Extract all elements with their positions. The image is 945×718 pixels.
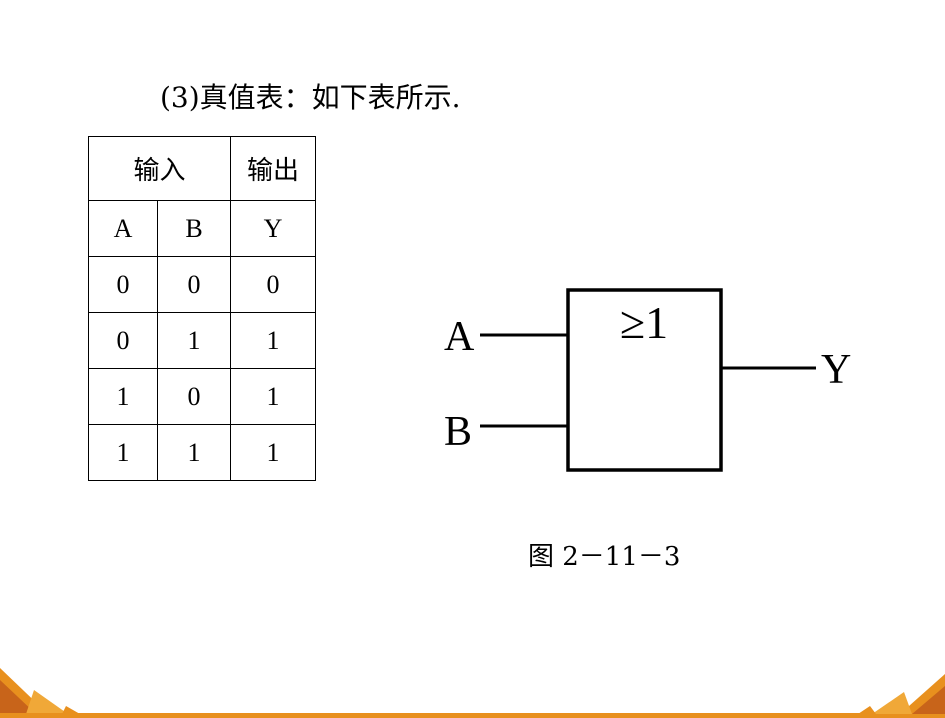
table-row: 1 0 1 — [88, 368, 316, 425]
right-triangle-shade — [912, 686, 945, 714]
footer-bar — [0, 713, 945, 718]
table-cell: 0 — [230, 256, 316, 313]
table-group-header-row: 输入 输出 — [88, 136, 316, 201]
footer-decoration — [0, 668, 945, 718]
figure-caption: 图 2－11－3 — [528, 542, 681, 572]
table-cell: 1 — [157, 312, 231, 369]
table-cell: 1 — [88, 424, 158, 481]
left-triangle-tiny — [62, 706, 80, 714]
truth-table: 输入 输出 A B Y 0 0 0 0 1 1 1 0 1 1 1 1 — [88, 136, 316, 481]
gate-symbol: ≥1 — [620, 297, 668, 348]
or-gate-diagram: ≥1 A B Y — [444, 288, 851, 472]
column-header-b: B — [157, 200, 231, 257]
heading-text: (3)真值表：如下表所示. — [160, 81, 461, 114]
table-cell: 1 — [88, 368, 158, 425]
table-row: 0 1 1 — [88, 312, 316, 369]
table-cell: 1 — [157, 424, 231, 481]
table-cell: 0 — [88, 256, 158, 313]
gate-box — [566, 288, 723, 472]
table-cell: 0 — [157, 368, 231, 425]
left-triangle-small — [26, 690, 68, 714]
table-cell: 0 — [88, 312, 158, 369]
right-triangle-small — [872, 692, 912, 714]
table-cell: 1 — [230, 424, 316, 481]
column-header-a: A — [88, 200, 158, 257]
table-cell: 1 — [230, 368, 316, 425]
input-label-a: A — [444, 314, 475, 360]
right-triangle-tiny — [858, 706, 876, 714]
table-cell: 1 — [230, 312, 316, 369]
group-header-inputs: 输入 — [88, 136, 231, 201]
table-row: 1 1 1 — [88, 424, 316, 481]
input-label-b: B — [444, 409, 472, 455]
table-cell: 0 — [157, 256, 231, 313]
group-header-outputs: 输出 — [230, 136, 316, 201]
output-label-y: Y — [821, 347, 851, 393]
left-triangle-shade — [0, 680, 36, 714]
column-header-y: Y — [230, 200, 316, 257]
table-column-header-row: A B Y — [88, 200, 316, 257]
table-row: 0 0 0 — [88, 256, 316, 313]
